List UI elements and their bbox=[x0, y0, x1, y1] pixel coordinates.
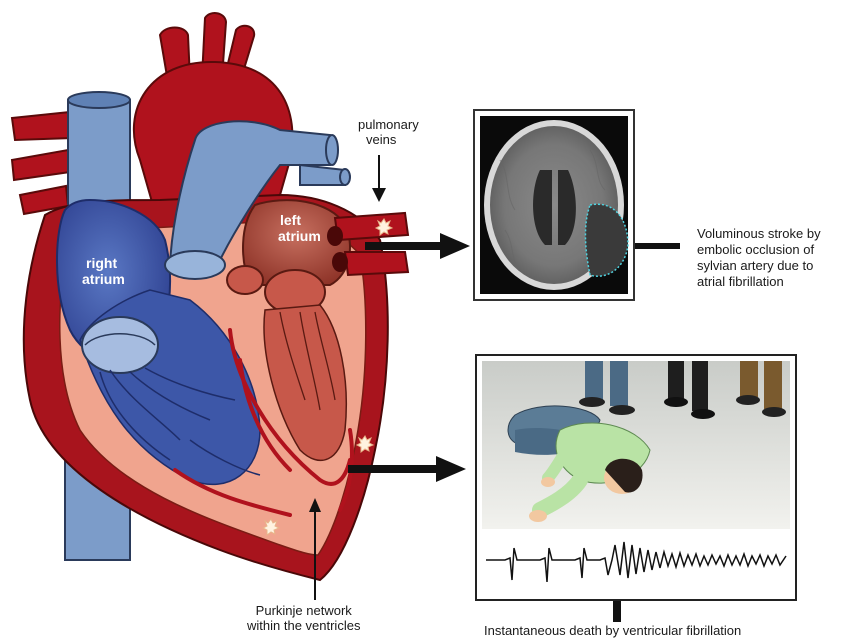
stroke-caption-line4: atrial fibrillation bbox=[697, 274, 821, 290]
purkinje-line2: within the ventricles bbox=[247, 618, 360, 633]
pulmonary-veins-line1: pulmonary bbox=[358, 117, 419, 132]
death-caption-text: Instantaneous death by ventricular fibri… bbox=[484, 623, 741, 638]
right-atrium-label: right atrium bbox=[82, 255, 125, 287]
pulmonary-veins-line2: veins bbox=[358, 132, 419, 147]
stroke-caption-line3: sylvian artery due to bbox=[697, 258, 821, 274]
purkinje-label: Purkinje network within the ventricles bbox=[247, 603, 360, 633]
left-atrium-line2: atrium bbox=[278, 228, 321, 244]
pulmonary-veins-label: pulmonary veins bbox=[358, 117, 419, 147]
death-caption: Instantaneous death by ventricular fibri… bbox=[484, 623, 741, 638]
stroke-caption-line1: Voluminous stroke by bbox=[697, 226, 821, 242]
pulmonary-valve bbox=[165, 251, 225, 279]
tricuspid-valve bbox=[82, 317, 158, 373]
stroke-caption: Voluminous stroke by embolic occlusion o… bbox=[697, 226, 821, 290]
ct-scan-image bbox=[474, 110, 634, 300]
left-atrium-label: left atrium bbox=[278, 212, 321, 244]
collapse-scene-image bbox=[476, 355, 796, 600]
heart bbox=[12, 13, 408, 580]
pulmonary-arteries-left bbox=[12, 112, 72, 214]
right-atrium-line1: right bbox=[82, 255, 125, 271]
right-atrium-line2: atrium bbox=[82, 271, 125, 287]
purkinje-line1: Purkinje network bbox=[247, 603, 360, 618]
stroke-caption-line2: embolic occlusion of bbox=[697, 242, 821, 258]
left-atrium-line1: left bbox=[278, 212, 321, 228]
